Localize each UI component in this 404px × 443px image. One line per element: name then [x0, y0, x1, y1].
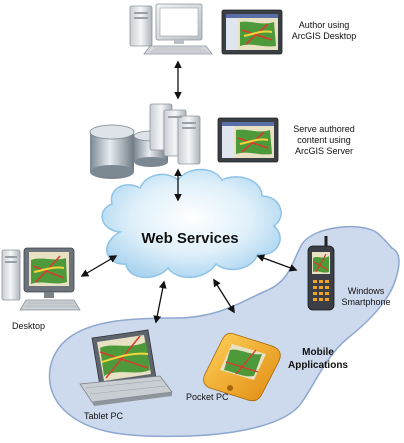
- server-rack-icon: [149, 103, 201, 165]
- web-services-cloud: [101, 168, 282, 279]
- pocket-pc-icon: [203, 332, 281, 402]
- windows-smartphone-label-line-2: Smartphone: [341, 297, 391, 307]
- arrow-cloud-smartphone: [256, 254, 298, 272]
- arrow-cloud-desktop: [80, 255, 118, 277]
- windows-smartphone-label: Windows Smartphone: [330, 286, 402, 308]
- windows-smartphone-label-line-1: Windows: [347, 286, 385, 296]
- desktop-label: Desktop: [12, 321, 46, 331]
- windows-smartphone-icon: [307, 236, 335, 311]
- serve-label-line-3: ArcGIS Server: [294, 146, 353, 156]
- serve-label: Serve authored content using ArcGIS Serv…: [278, 124, 370, 157]
- mobile-applications-label: Mobile Applications: [278, 346, 358, 372]
- arrow-cloud-pocket: [213, 278, 235, 314]
- serve-label-line-2: content using: [297, 135, 351, 145]
- web-services-label: Web Services: [141, 230, 239, 247]
- author-label-line-2: ArcGIS Desktop: [291, 31, 357, 41]
- author-workstation-icon: [129, 3, 213, 55]
- desktop-computer-icon: [1, 247, 81, 311]
- mobile-applications-label-line-2: Applications: [287, 360, 348, 371]
- pocket-pc-label: Pocket PC: [186, 392, 229, 402]
- arcgis-server-map-icon: [217, 117, 279, 163]
- tablet-pc-icon: [79, 329, 173, 406]
- connector-arrows: [80, 60, 298, 324]
- author-label: Author using ArcGIS Desktop: [280, 20, 368, 42]
- mobile-applications-label-line-1: Mobile: [302, 347, 334, 358]
- tablet-pc-label: Tablet PC: [84, 411, 124, 421]
- serve-label-line-1: Serve authored: [293, 124, 355, 134]
- author-label-line-1: Author using: [298, 20, 350, 30]
- arrow-cloud-tablet: [153, 280, 167, 324]
- arcgis-desktop-map-icon: [221, 9, 283, 55]
